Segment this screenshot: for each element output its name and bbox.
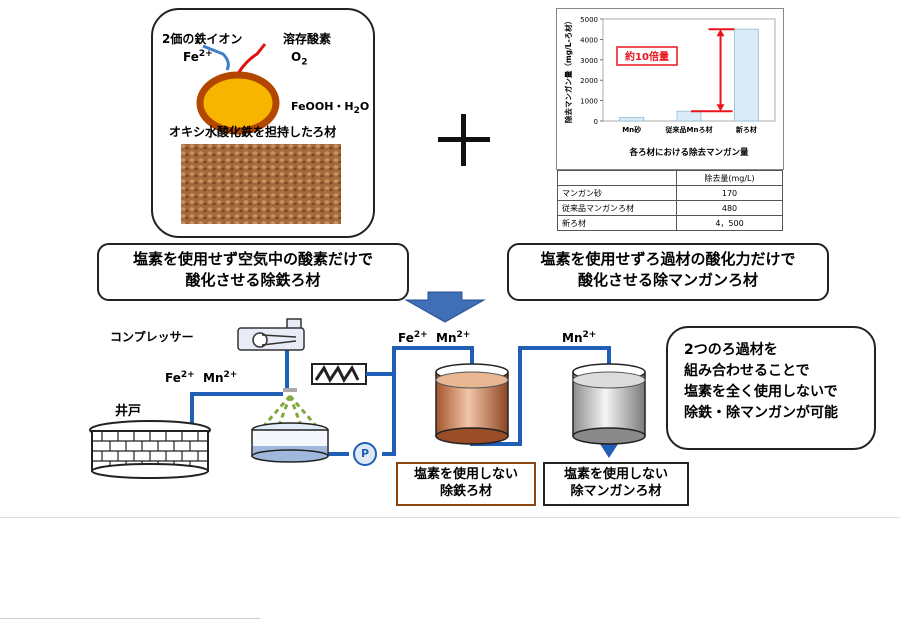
bar <box>733 28 759 122</box>
table-cell: 新ろ材 <box>557 215 677 231</box>
o2-symbol: O2 <box>291 50 308 68</box>
bottom-divider <box>0 517 900 518</box>
fe-symbol: Fe2+ <box>183 49 213 64</box>
outlet-arrow-icon <box>600 444 618 458</box>
y-tick-label: 3000 <box>580 57 598 65</box>
manganese-bar-chart: 0 1000 2000 3000 4000 5000 除去マンガン量（mg/L-ろ材） Mn砂… <box>563 16 776 158</box>
table-cell: 4，500 <box>676 215 783 231</box>
caption-line: 塩素を使用せず空気中の酸素だけで <box>132 250 373 268</box>
compressor-icon <box>237 318 305 351</box>
y-axis-label: 除去マンガン量（mg/L-ろ材） <box>563 17 573 123</box>
y-tick-label: 0 <box>594 118 598 126</box>
annotation-label: 約10倍量 <box>625 50 669 63</box>
summary-line: 組み合わせることで <box>684 363 810 379</box>
pipe-pump-to-iron <box>382 346 474 456</box>
summary-line: 2つのろ過材を <box>684 342 778 358</box>
ion-label-iron-inlet: Fe2+ Mn2+ <box>398 330 471 345</box>
plus-icon <box>438 114 490 166</box>
y-tick-label: 5000 <box>580 16 598 24</box>
compressor-label: コンプレッサー <box>110 330 194 344</box>
manganese-table-panel: 除去量(mg/L) マンガン砂 170 従来品マンガンろ材 480 新ろ材 4，… <box>557 170 783 231</box>
annotation-box <box>616 46 678 66</box>
bar <box>619 117 645 122</box>
bar <box>676 110 702 122</box>
media-photo <box>181 144 341 224</box>
x-tick-label: 新ろ材 <box>736 125 757 134</box>
feooh-label: FeOOH・H2O <box>291 100 370 117</box>
summary-box: 2つのろ過材を 組み合わせることで 塩素を全く使用しないで 除鉄・除マンガンが可… <box>666 326 876 450</box>
manganese-chart-panel: 0 1000 2000 3000 4000 5000 除去マンガン量（mg/L-ろ材） Mn砂… <box>556 8 784 170</box>
iron-ion-label: 2価の鉄イオン <box>162 32 243 46</box>
manganese-table: 除去量(mg/L) マンガン砂 170 従来品マンガンろ材 480 新ろ材 4，… <box>557 170 783 231</box>
pipes <box>148 346 611 456</box>
annotation-arrowhead-down <box>716 104 725 112</box>
iron-filter-icon <box>435 363 509 445</box>
dissolved-oxygen-label: 溶存酸素 <box>283 32 332 46</box>
static-mixer-icon <box>311 363 367 385</box>
caption-line: 塩素を使用せずろ過材の酸化力だけで <box>540 250 796 268</box>
iron-particle-illustration <box>181 43 341 224</box>
well-icon <box>89 420 211 479</box>
down-arrow-icon <box>404 291 486 323</box>
x-tick-label: 従来品Mnろ材 <box>665 125 713 134</box>
iron-particle <box>196 71 280 135</box>
caption-line: 酸化させる除鉄ろ材 <box>185 271 321 289</box>
y-tick-label: 1000 <box>580 98 598 106</box>
iron-media-caption: 塩素を使用せず空気中の酸素だけで 酸化させる除鉄ろ材 <box>97 243 409 301</box>
iron-filter-label: 塩素を使用しない 除鉄ろ材 <box>396 462 536 506</box>
footer-divider <box>0 618 260 619</box>
manganese-filter-label: 塩素を使用しない 除マンガンろ材 <box>543 462 689 506</box>
table-row: マンガン砂 170 <box>557 185 783 201</box>
y-tick-label: 2000 <box>580 77 598 85</box>
ion-label-well: Fe2+ Mn2+ <box>165 370 238 385</box>
caption-line: 酸化させる除マンガンろ材 <box>577 271 758 289</box>
y-tick-label: 4000 <box>580 36 598 44</box>
summary-line: 塩素を全く使用しないで <box>684 384 838 400</box>
ion-label-mn-inlet: Mn2+ <box>562 330 597 345</box>
x-tick-label: Mn砂 <box>622 125 641 134</box>
oxygen-arrow <box>237 43 267 73</box>
annotation-arrowhead-up <box>716 29 725 37</box>
pump-icon <box>353 442 377 466</box>
summary-line: 除鉄・除マンガンが可能 <box>684 405 838 421</box>
table-row: 新ろ材 4，500 <box>557 215 783 231</box>
fe-ion-arrow <box>202 44 230 71</box>
aeration-tank-icon <box>251 388 329 463</box>
manganese-filter-icon <box>572 363 646 445</box>
media-caption: オキシ水酸化鉄を担持したろ材 <box>169 125 337 139</box>
iron-media-panel: 2価の鉄イオン Fe2+ 溶存酸素 O2 FeOOH・H2O オキシ水酸化鉄を担… <box>151 8 375 238</box>
well-label: 井戸 <box>115 404 142 419</box>
chart-title: 各ろ材における除去マンガン量 <box>628 147 749 158</box>
manganese-media-caption: 塩素を使用せずろ過材の酸化力だけで 酸化させる除マンガンろ材 <box>507 243 829 301</box>
pump-label: P <box>361 447 370 460</box>
